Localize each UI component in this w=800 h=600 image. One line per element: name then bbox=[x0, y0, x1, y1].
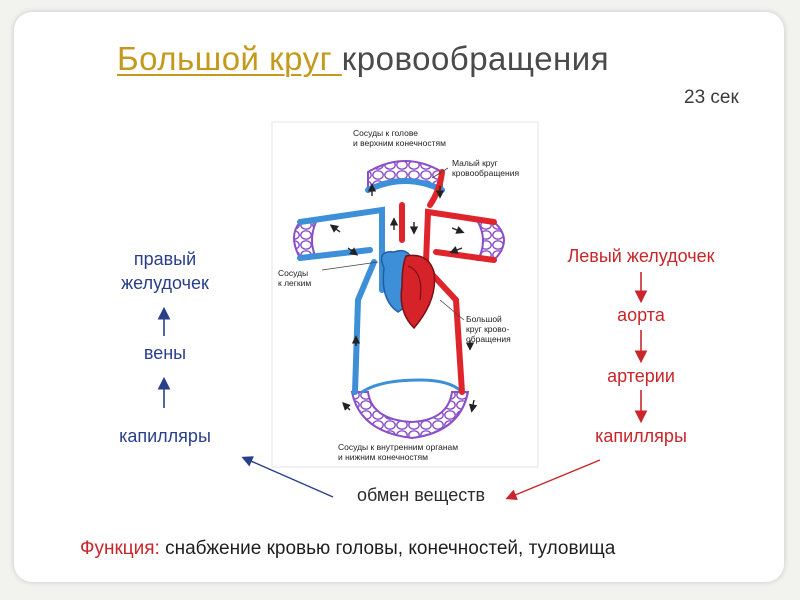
label-organs-line2: и нижним конечностям bbox=[338, 452, 429, 462]
label-leaders bbox=[321, 167, 465, 321]
left-capillaries-label: капилляры bbox=[119, 426, 211, 446]
timer-label: 23 сек bbox=[684, 87, 739, 108]
aorta-label: аорта bbox=[617, 305, 665, 325]
function-text: снабжение кровью головы, конечностей, ту… bbox=[159, 538, 616, 559]
right-ventricle-line2: желудочек bbox=[121, 273, 209, 293]
capillary-lower-body bbox=[350, 391, 470, 440]
slide-title: Большой круг кровообращения bbox=[117, 40, 609, 78]
label-big-line2: круг крово- bbox=[466, 324, 510, 334]
right-ventricle-line1: правый bbox=[133, 249, 197, 269]
veins-label: вены bbox=[143, 343, 187, 363]
label-lung-vessels: Сосуды к легким bbox=[278, 268, 311, 288]
capillary-left-arm bbox=[293, 221, 318, 259]
venous-vessels bbox=[297, 178, 464, 395]
label-organs-line1: Сосуды к внутренним органам bbox=[338, 442, 459, 452]
label-big-line3: обращения bbox=[466, 334, 511, 344]
title-highlight: Большой круг bbox=[117, 40, 342, 77]
left-ventricle-label: Левый желудочек bbox=[567, 246, 715, 266]
label-small-circle: Малый круг кровообращения bbox=[452, 158, 519, 178]
title-rest: кровообращения bbox=[341, 40, 610, 77]
exchange-to-left-arrow bbox=[241, 456, 334, 498]
arteries-label: артерии bbox=[607, 366, 675, 386]
label-lungs-line1: Сосуды bbox=[278, 268, 309, 278]
heart-icon bbox=[380, 249, 436, 330]
right-ventricle-label: правый желудочек bbox=[110, 247, 220, 295]
flow-arrows bbox=[329, 183, 478, 413]
label-lungs-line2: к легким bbox=[278, 278, 312, 288]
label-organ-vessels: Сосуды к внутренним органам и нижним кон… bbox=[338, 442, 458, 462]
label-head-line2: и верхним конечностям bbox=[353, 138, 446, 148]
metabolism-label: обмен веществ bbox=[356, 485, 486, 505]
right-capillaries-label: капилляры bbox=[595, 426, 687, 446]
function-line: Функция: снабжение кровью головы, конечн… bbox=[80, 538, 615, 560]
right-to-exchange-arrow bbox=[505, 459, 601, 500]
label-head-line1: Сосуды к голове bbox=[353, 128, 418, 138]
label-big-circle: Большой круг крово- обращения bbox=[466, 314, 511, 344]
function-key: Функция: bbox=[80, 538, 160, 559]
label-small-line2: кровообращения bbox=[452, 168, 520, 178]
label-small-line1: Малый круг bbox=[452, 158, 498, 168]
label-head-vessels: Сосуды к голове и верхним конечностям bbox=[353, 128, 446, 148]
arterial-vessels bbox=[399, 169, 497, 395]
label-big-line1: Большой bbox=[466, 314, 502, 324]
